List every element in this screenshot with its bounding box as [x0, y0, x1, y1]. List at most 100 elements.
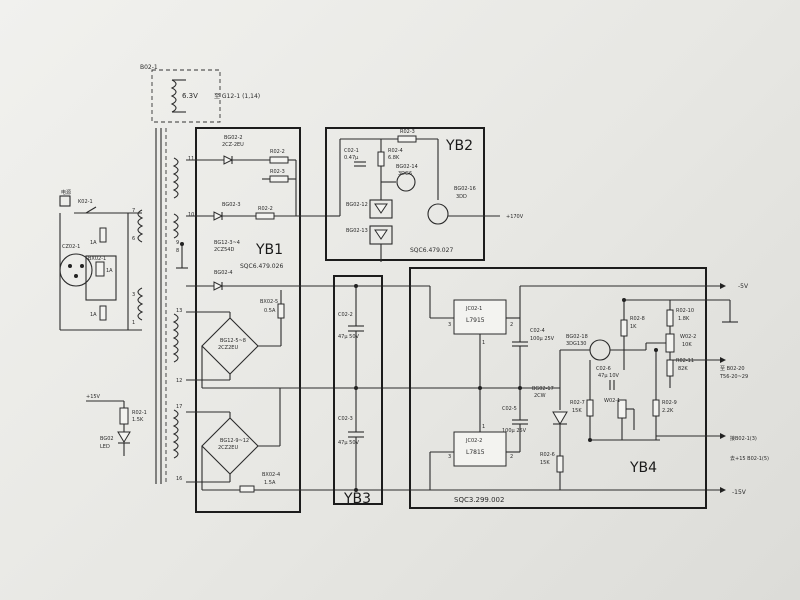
yb2-r4-label: R02-4 [388, 148, 403, 154]
yb2-q14-label: BG02-14 [396, 164, 418, 170]
fuse-block [85, 255, 117, 301]
yb1-diode-4 [213, 281, 224, 291]
yb1-d34-type: 2CZ54D [214, 247, 234, 253]
ic2-label: JC02-2 [465, 438, 482, 444]
led-supply-label: +15V [86, 394, 101, 400]
output-minus15v: -15V [732, 489, 747, 496]
output-signal-dest: 接B02-1(3) [730, 435, 757, 442]
yb2-c1-label: C02-1 [344, 148, 359, 154]
pin-7: 7 [132, 208, 135, 214]
c4-value: 100μ 25V [530, 336, 555, 342]
secondary-winding-3 [172, 313, 179, 363]
yb2-transistor-14 [396, 172, 416, 192]
pin-8: 8 [176, 248, 179, 254]
yb3-title: YB3 [343, 491, 371, 507]
yb4-block: YB4 SQC3.299.002 JC02-1 L7915 3 2 1 JC02… [409, 267, 738, 509]
fuse-top-value: 1A [90, 240, 97, 246]
yb1-fuse-5 [277, 303, 285, 319]
pin-16: 16 [176, 476, 182, 482]
fuse-1 [95, 261, 105, 277]
yb1-d4-label: BG02-4 [214, 270, 233, 276]
w2-value: 10K [682, 342, 692, 348]
led-diode [117, 431, 131, 443]
svg-text:2: 2 [510, 454, 513, 460]
yb4-frame [409, 267, 707, 509]
yb3-c2-label: C02-2 [338, 312, 353, 318]
r8-label: R02-8 [630, 316, 645, 322]
c6-value: 47μ 10V [598, 373, 619, 379]
z17-label: BG02-17 [532, 386, 554, 392]
yb4-transistor-18 [589, 339, 611, 361]
w1-label: W02-1 [604, 398, 620, 404]
ic1-label: JC02-1 [465, 306, 482, 312]
yb2-output-label: +170V [506, 214, 524, 220]
output-signal-dest2: 去+15 B02-1(5) [730, 455, 769, 462]
r11-label: R02-11 [676, 358, 694, 364]
led-resistor-label: R02-1 [132, 410, 147, 416]
yb1-r2-label: R02-2 [270, 149, 285, 155]
pin-10: 10 [188, 212, 194, 218]
yb1-diode-2 [223, 155, 234, 165]
yb3-frame [333, 275, 383, 505]
top-winding [170, 79, 177, 113]
yb2-q16-type: 3DD [456, 194, 467, 200]
q18-type: 3DG130 [566, 341, 586, 347]
w2-label: W02-2 [680, 334, 696, 340]
svg-text:1: 1 [482, 340, 485, 346]
yb1-r1-label: R02-2 [258, 206, 273, 212]
z17-type: 2CW [534, 393, 546, 399]
yb2-transistor-16 [427, 203, 449, 225]
pin-3: 3 [132, 292, 135, 298]
switch-contact [85, 206, 97, 214]
yb1-bridge1-type: 2CZ2EU [218, 345, 238, 351]
yb2-frame [325, 127, 485, 261]
yb1-bx4-value: 1.5A [264, 480, 276, 486]
yb1-frame [195, 127, 301, 513]
r10-label: R02-10 [676, 308, 694, 314]
yb1-bridge2-type: 2CZ2EU [218, 445, 238, 451]
yb4-zener-17 [552, 411, 568, 425]
yb1-code: SQC6.479.026 [240, 263, 283, 270]
secondary-winding-2 [172, 213, 179, 239]
yb2-q16-label: BG02-16 [454, 186, 476, 192]
yb1-bx5-value: 0.5A [264, 308, 276, 314]
top-winding-shield [151, 69, 221, 123]
mains-input: 电源 K02-1 CZ02-1 BX02-1 1A 1A 1A [59, 189, 142, 331]
yb1-bridge1-label: BG12-5~8 [220, 338, 246, 344]
r10-value: 1.8K [678, 316, 690, 322]
yb1-block: YB1 SQC6.479.026 BG02-2 2CZ-2EU R02-2 R0… [186, 127, 720, 513]
pin-11: 11 [188, 156, 194, 162]
yb4-resistor-9 [652, 399, 660, 417]
yb2-z12-label: BG02-12 [346, 202, 368, 208]
led-resistor-value: 1.5K [132, 417, 144, 423]
output-ground-dest2: T56-20~29 [719, 374, 748, 380]
yb2-resistor-4 [377, 151, 385, 167]
r7-value: 15K [572, 408, 582, 414]
pin-17: 17 [176, 404, 182, 410]
yb1-bx5-label: BX02-5 [260, 299, 278, 305]
yb3-c3-label: C02-3 [338, 416, 353, 422]
yb1-bridge2-label: BG12-9~12 [220, 438, 249, 444]
yb2-title: YB2 [445, 138, 473, 154]
yb4-code: SQC3.299.002 [454, 496, 504, 504]
pin-6: 6 [132, 236, 135, 242]
svg-text:1: 1 [482, 424, 485, 430]
fuse-1-label: BX02-1 [88, 256, 106, 262]
led-label: BG02 [100, 436, 114, 442]
yb4-title: YB4 [629, 460, 657, 476]
c5-label: C02-5 [502, 406, 517, 412]
secondary-winding-1 [172, 157, 179, 199]
switch-label: K02-1 [78, 199, 93, 205]
transformer: B02-1 6.3V 至 G12-1 (1,14) 11 10 9 8 13 1… [132, 64, 260, 484]
output-ground-dest: 至 B02-20 [720, 366, 745, 372]
primary-winding-1 [137, 209, 144, 243]
yb2-z13-label: BG02-13 [346, 228, 368, 234]
secondary-winding-4 [172, 409, 179, 459]
svg-text:2: 2 [510, 322, 513, 328]
transformer-ref: B02-1 [140, 64, 158, 71]
r6-label: R02-6 [540, 452, 555, 458]
switch-box [59, 195, 71, 207]
yb3-c2-value: 47μ 50V [338, 334, 359, 340]
fuse-bottom [99, 305, 107, 321]
fuse-top [99, 227, 107, 243]
